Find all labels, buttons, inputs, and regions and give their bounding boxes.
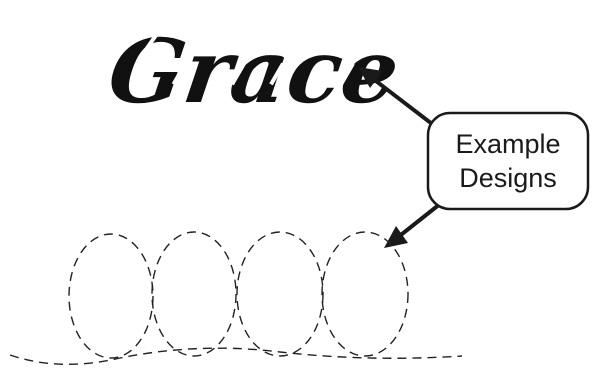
stencil-bridge — [306, 62, 322, 86]
loop-2 — [151, 231, 237, 357]
callout-box: Example Designs — [426, 111, 590, 211]
loop-1 — [68, 233, 154, 359]
arrow-to-lettering — [358, 67, 442, 132]
stencil-bridge — [144, 30, 160, 52]
loop-4 — [321, 231, 409, 357]
stencil-bridge — [230, 62, 246, 86]
baseline-swoop — [9, 347, 463, 366]
callout-line-2: Designs — [459, 163, 557, 193]
stencil-bridge — [171, 60, 189, 86]
arrow-to-loops — [384, 198, 447, 248]
arrow-shaft — [395, 198, 447, 240]
stencil-bridge — [339, 62, 355, 86]
dashed-loop-design — [9, 231, 463, 366]
stencil-bridge — [269, 62, 285, 86]
arrow-shaft — [370, 76, 442, 132]
callout-line-1: Example — [455, 129, 560, 159]
arrow-head — [358, 67, 383, 88]
stencil-lettering: Grace — [103, 19, 406, 122]
stencil-bridge — [194, 20, 210, 44]
stencil-bridges — [144, 20, 355, 86]
callout-border — [426, 111, 590, 211]
loop-3 — [236, 231, 324, 357]
arrow-head — [384, 226, 408, 248]
stencil-word: Grace — [103, 19, 406, 122]
